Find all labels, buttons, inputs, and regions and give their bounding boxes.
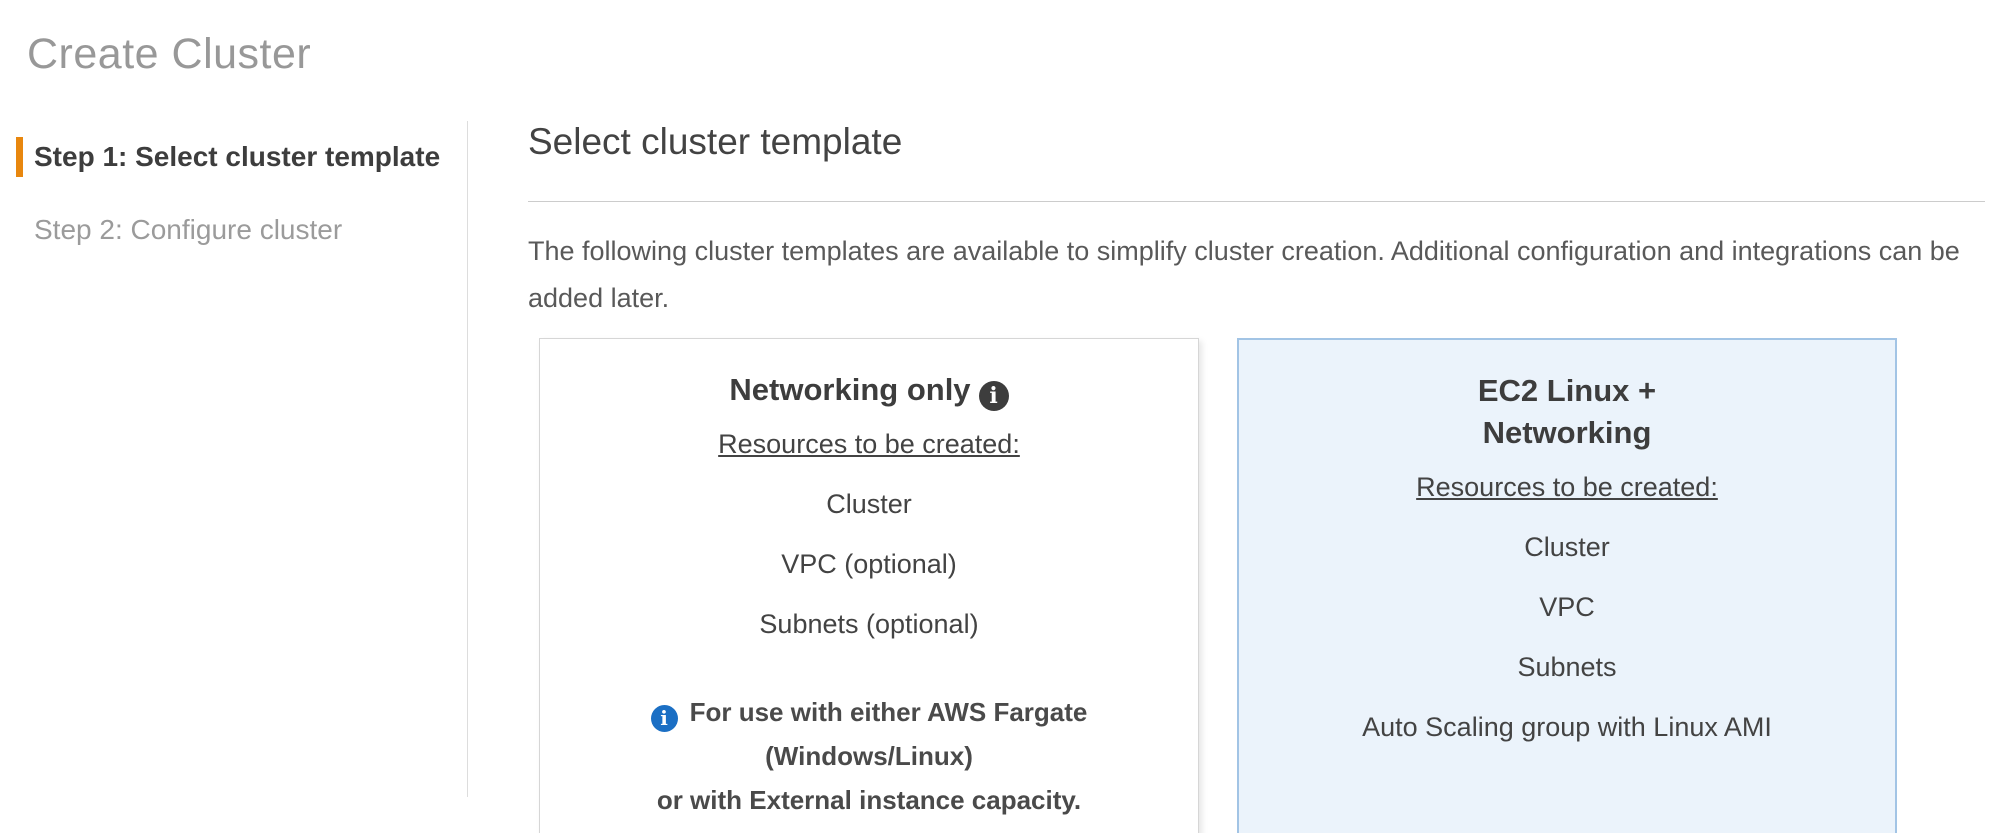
step-2-label: Step 2: Configure cluster [34, 214, 343, 245]
resources-label: Resources to be created: [718, 429, 1020, 459]
resource-item: VPC (optional) [781, 549, 957, 579]
main-layout: Step 1: Select cluster template Step 2: … [0, 121, 1999, 833]
step-1-select-cluster-template: Step 1: Select cluster template [16, 137, 467, 177]
card-networking-only-title-text: Networking only [729, 372, 971, 407]
note-line-1-text: For use with either AWS Fargate (Windows… [689, 697, 1088, 771]
card-ec2-linux-networking-title: EC2 Linux + Networking [1267, 370, 1867, 454]
info-circle-icon: i [650, 705, 678, 732]
section-description: The following cluster templates are avai… [528, 236, 1960, 313]
resource-item: Subnets [1517, 652, 1617, 682]
resource-item: Auto Scaling group with Linux AMI [1362, 712, 1772, 742]
note-line-1: i For use with either AWS Fargate (Window… [568, 690, 1170, 778]
resource-item: Subnets (optional) [759, 609, 979, 639]
card-ec2-linux-networking[interactable]: EC2 Linux + Networking Resources to be c… [1237, 338, 1897, 833]
title-line-2: Networking [1482, 415, 1652, 450]
resources-label: Resources to be created: [1416, 472, 1718, 502]
resource-item: Cluster [826, 489, 912, 519]
step-1-label: Step 1: Select cluster template [34, 141, 441, 172]
card-networking-only-note: i For use with either AWS Fargate (Window… [568, 690, 1170, 822]
resource-item: Cluster [1524, 532, 1610, 562]
main-content: Select cluster template The following cl… [467, 121, 1999, 833]
resource-item: VPC [1539, 592, 1595, 622]
title-line-1: EC2 Linux + [1477, 373, 1657, 408]
step-2-configure-cluster: Step 2: Configure cluster [34, 210, 467, 250]
section-divider [528, 201, 1985, 202]
page-title: Create Cluster [27, 30, 312, 78]
wizard-steps-sidebar: Step 1: Select cluster template Step 2: … [0, 121, 467, 797]
note-line-2: or with External instance capacity. [656, 785, 1082, 815]
info-circle-icon[interactable]: i [978, 381, 1009, 411]
section-heading: Select cluster template [528, 121, 903, 162]
